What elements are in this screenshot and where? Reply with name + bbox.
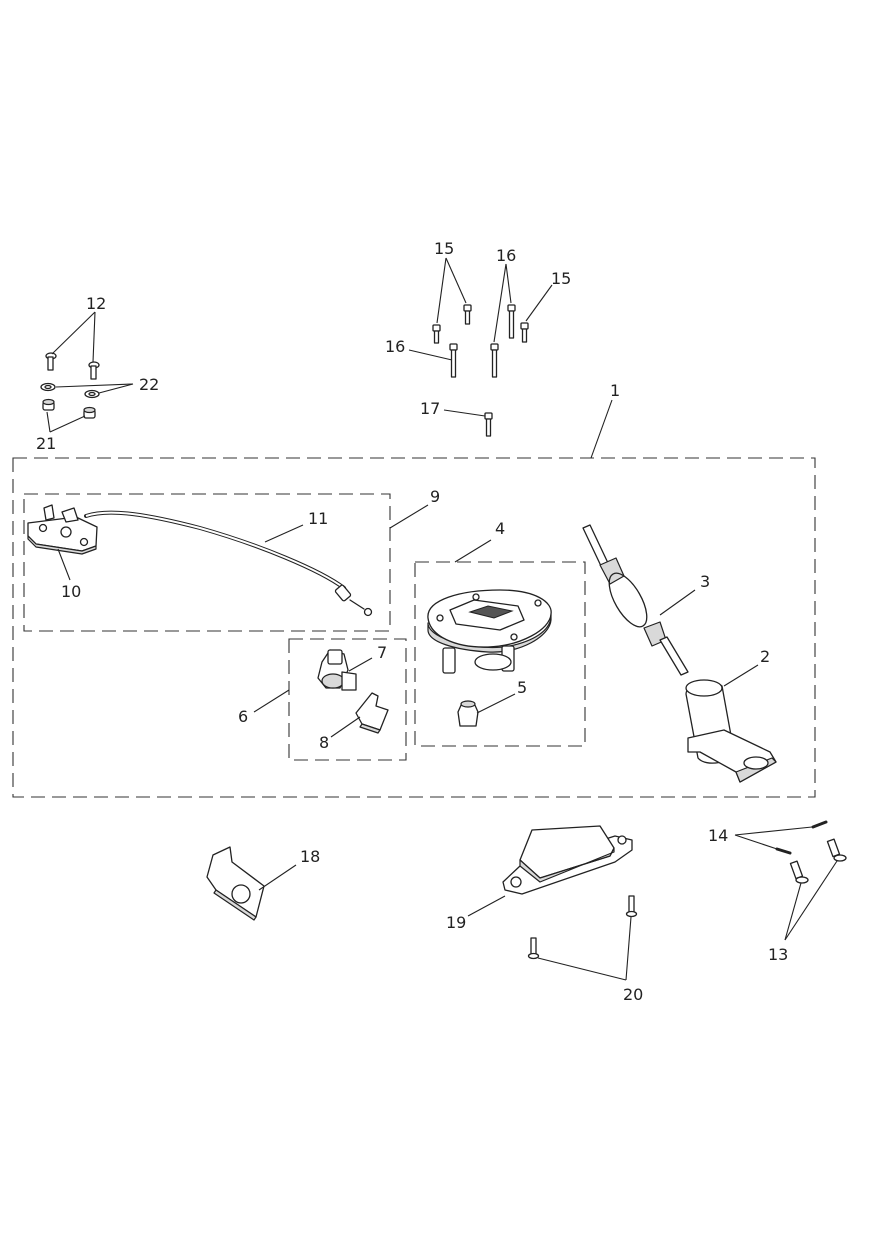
callout-18: 18	[300, 847, 320, 866]
bolt-15-a[interactable]	[432, 324, 441, 344]
group-box-9	[23, 493, 391, 632]
callout-12: 12	[86, 294, 106, 313]
callout-17: 17	[420, 399, 440, 418]
lock-clip-8[interactable]	[355, 692, 389, 734]
spacer-14-upper[interactable]	[811, 820, 828, 829]
callout-8: 8	[319, 733, 329, 752]
callout-22: 22	[139, 375, 159, 394]
callout-7: 7	[377, 643, 387, 662]
washer-22-left[interactable]	[40, 382, 56, 392]
screw-12-left[interactable]	[45, 352, 57, 371]
fuel-cap-4[interactable]	[427, 589, 552, 674]
callout-19: 19	[446, 913, 466, 932]
rubber-plug-5[interactable]	[457, 700, 479, 727]
callout-4: 4	[495, 519, 505, 538]
bolt-13-left[interactable]	[789, 860, 809, 884]
callout-16-left: 16	[385, 337, 405, 356]
callout-1: 1	[610, 381, 620, 400]
bolt-15-b[interactable]	[463, 304, 472, 325]
bolt-15-c[interactable]	[520, 322, 529, 343]
callout-16-top: 16	[496, 246, 516, 265]
ignition-switch-2[interactable]	[685, 679, 777, 783]
callout-3: 3	[700, 572, 710, 591]
callout-labels: 1 2 3 4 5 6 7 8 9 10 11 12 13 14 15 15 1…	[36, 239, 788, 1004]
callout-21: 21	[36, 434, 56, 453]
callout-14: 14	[708, 826, 728, 845]
control-module-19[interactable]	[502, 825, 633, 895]
callout-15-left: 15	[434, 239, 454, 258]
bracket-18[interactable]	[206, 846, 265, 921]
key-set-3[interactable]	[582, 524, 689, 676]
callout-20: 20	[623, 985, 643, 1004]
callout-5: 5	[517, 678, 527, 697]
bolt-16-b[interactable]	[490, 343, 499, 378]
bolt-16-c[interactable]	[507, 304, 516, 339]
screw-20-right[interactable]	[625, 895, 638, 918]
nut-21-left[interactable]	[42, 398, 55, 411]
bolt-13-right[interactable]	[826, 838, 847, 862]
callout-15-right: 15	[551, 269, 571, 288]
bolt-16-a[interactable]	[449, 343, 458, 378]
callout-11: 11	[308, 509, 328, 528]
seat-lock-bracket-10[interactable]	[27, 504, 98, 555]
screw-12-right[interactable]	[88, 361, 100, 380]
group-box-6	[288, 638, 407, 761]
bolt-17[interactable]	[484, 412, 493, 437]
leader-lines	[46, 257, 838, 981]
callout-6: 6	[238, 707, 248, 726]
lock-barrel-7[interactable]	[317, 649, 357, 691]
group-box-1	[12, 457, 816, 798]
group-box-4	[414, 561, 586, 747]
screw-20-left[interactable]	[527, 937, 540, 960]
callout-2: 2	[760, 647, 770, 666]
spacer-14-lower[interactable]	[775, 847, 792, 855]
callout-13: 13	[768, 945, 788, 964]
nut-21-right[interactable]	[83, 406, 96, 419]
callout-9: 9	[430, 487, 440, 506]
callout-10: 10	[61, 582, 81, 601]
washer-22-right[interactable]	[84, 389, 100, 399]
release-cable-11[interactable]	[84, 510, 373, 617]
